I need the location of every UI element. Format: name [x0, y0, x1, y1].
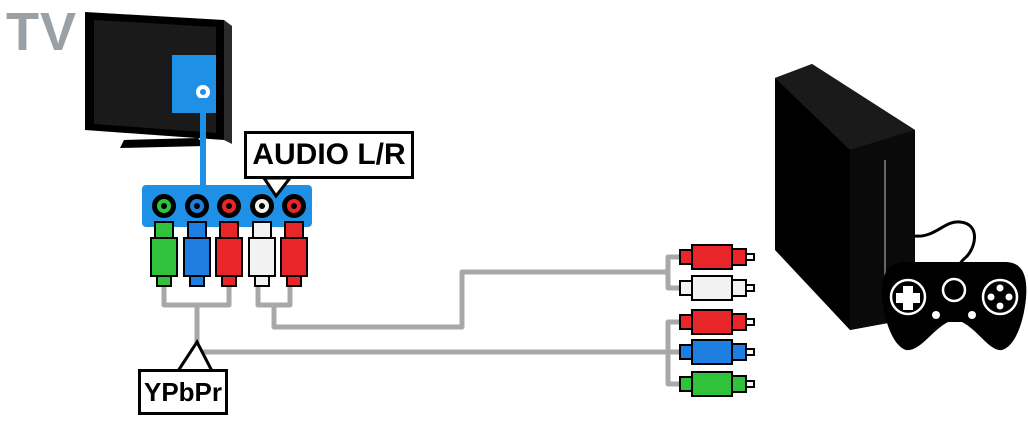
ypbpr-callout-pointer — [175, 339, 215, 373]
h-plug-green — [679, 371, 755, 397]
h-plug-red-audio — [679, 244, 755, 270]
tv-connector-panel — [172, 55, 216, 113]
tv-link-line — [200, 98, 206, 188]
plug-red-y — [215, 221, 243, 287]
h-plug-white — [679, 275, 755, 301]
plug-red-audio — [280, 221, 308, 287]
ypbpr-fanout — [665, 319, 685, 387]
audio-cable — [255, 282, 293, 308]
ypbpr-text: YPbPr — [143, 377, 223, 407]
jack-audio-r — [282, 194, 306, 218]
connector-panel — [142, 185, 312, 227]
plug-blue — [183, 221, 211, 287]
ypbpr-label: YPbPr — [138, 369, 228, 415]
tv-label: TV — [6, 2, 78, 62]
plug-green — [150, 221, 178, 287]
plug-white — [248, 221, 276, 287]
h-plug-red-y — [679, 309, 755, 335]
jack-audio-l — [250, 194, 274, 218]
jack-pb — [185, 194, 209, 218]
tv-icon — [85, 12, 232, 148]
jack-y — [217, 194, 241, 218]
audio-lr-label: AUDIO L/R — [244, 131, 414, 179]
ypbpr-cable — [161, 282, 232, 308]
audio-trunk — [271, 269, 671, 330]
audio-lr-text: AUDIO L/R — [252, 138, 406, 171]
gamepad-icon — [881, 262, 1027, 351]
jack-pr — [152, 194, 176, 218]
h-plug-blue — [679, 339, 755, 365]
